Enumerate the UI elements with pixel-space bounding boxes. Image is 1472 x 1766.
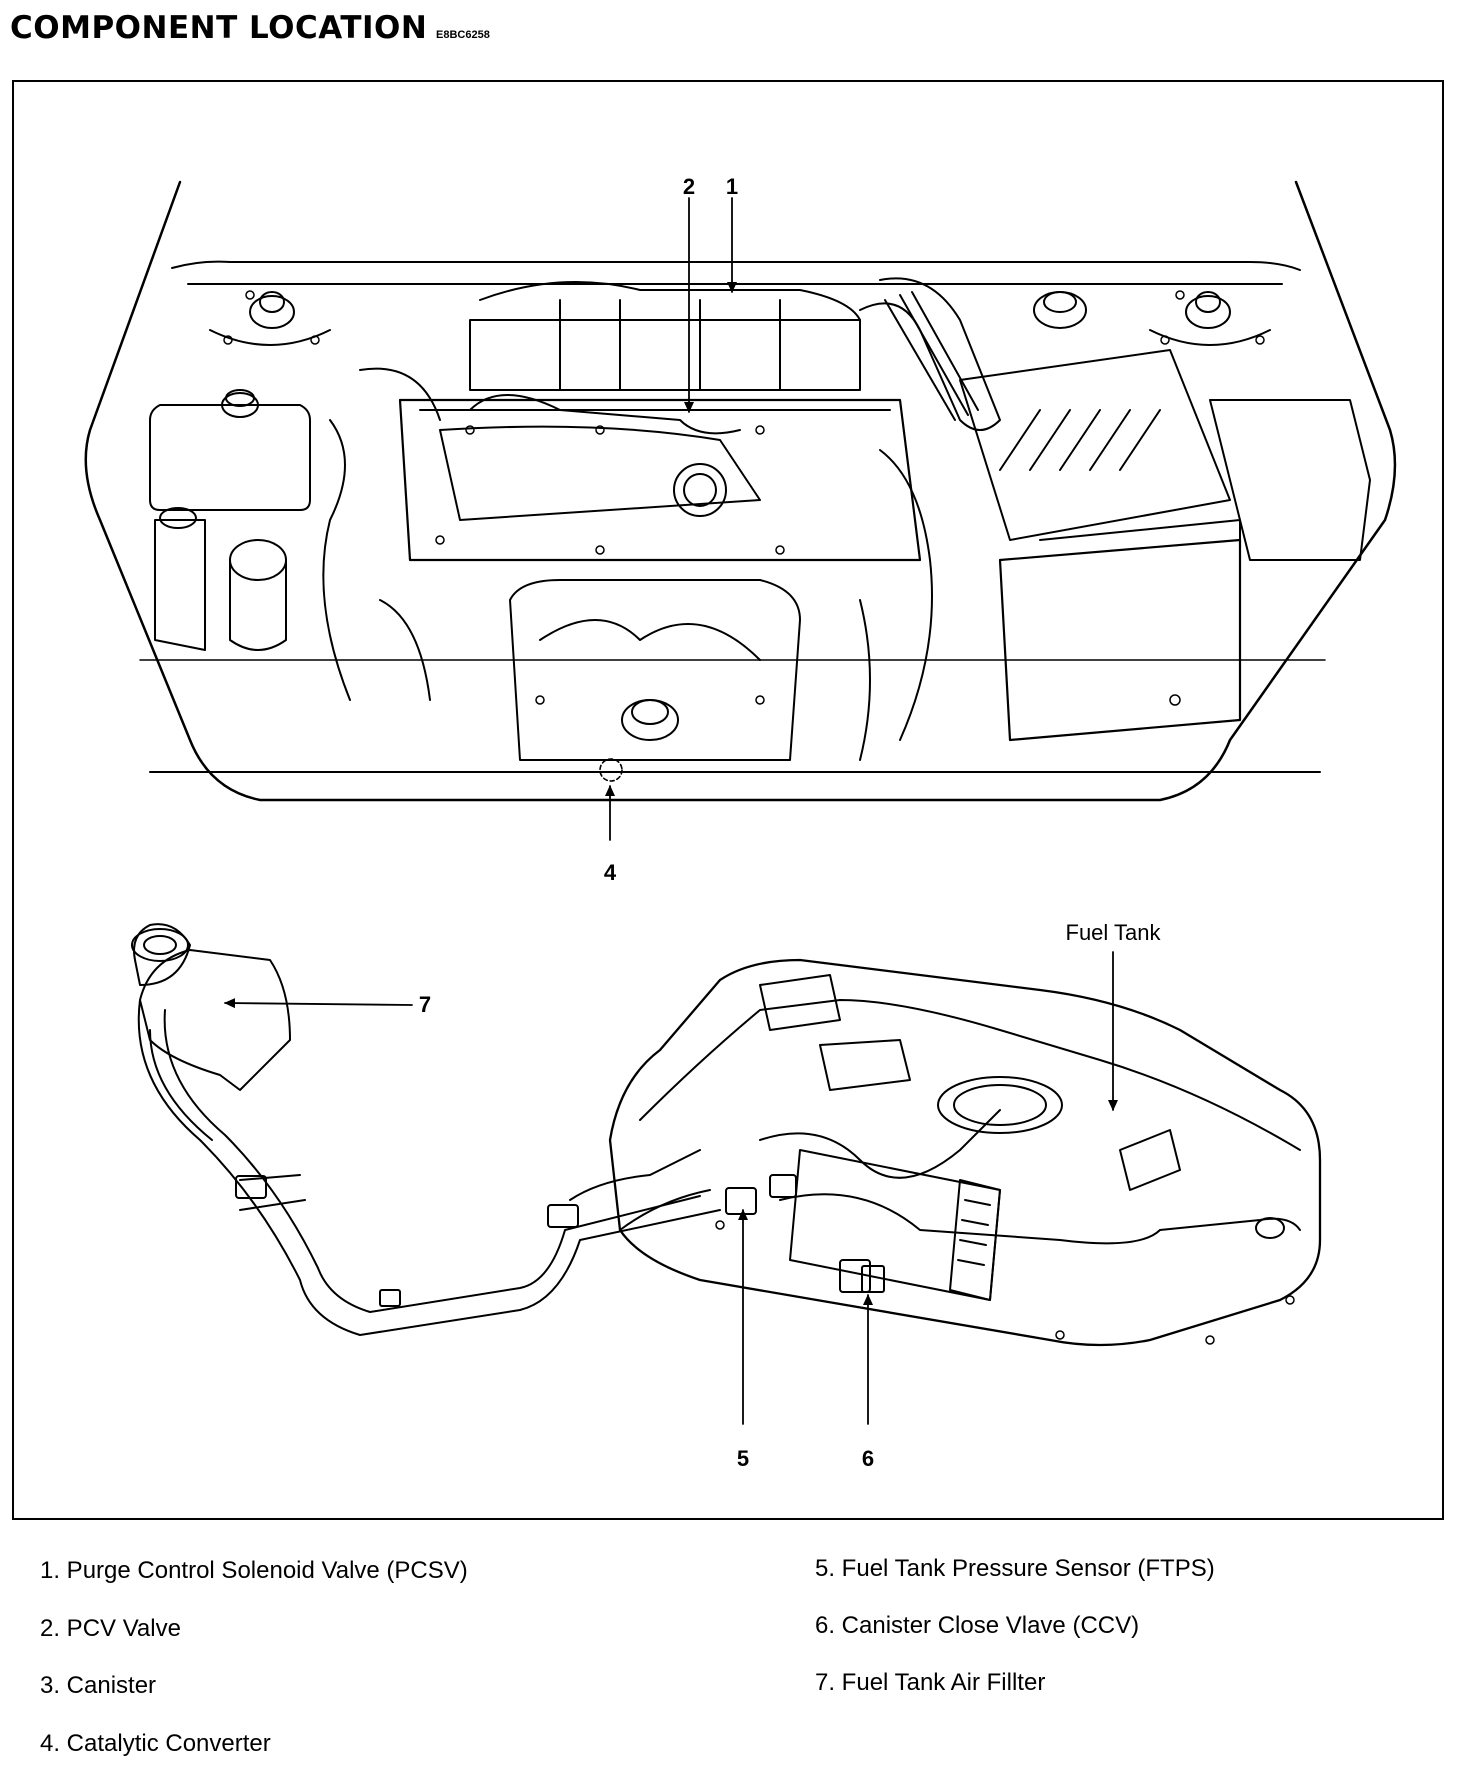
callout-leaders (224, 197, 1118, 1425)
document-code: E8BC6258 (436, 29, 490, 41)
legend-item-5: 5. Fuel Tank Pressure Sensor (FTPS) (815, 1555, 1215, 1582)
legend-item-2: 2. PCV Valve (40, 1615, 181, 1642)
legend-item-7: 7. Fuel Tank Air Fillter (815, 1669, 1046, 1696)
fuel-system-drawing (131, 923, 1322, 1347)
callout-6: 6 (862, 1446, 874, 1471)
legend-item-3: 3. Canister (40, 1672, 157, 1699)
legend-item-4: 4. Catalytic Converter (40, 1730, 271, 1757)
callout-4: 4 (604, 860, 617, 885)
illustration-frame (12, 80, 1444, 1520)
callout-1: 1 (726, 174, 738, 199)
callout-7: 7 (419, 992, 431, 1017)
legend-item-6: 6. Canister Close Vlave (CCV) (815, 1612, 1140, 1639)
fuel-tank-label: Fuel Tank (1066, 920, 1162, 945)
engine-bay-drawing (84, 180, 1397, 802)
callout-2: 2 (683, 174, 695, 199)
page-title: COMPONENT LOCATION (10, 10, 428, 46)
legend-item-1: 1. Purge Control Solenoid Valve (PCSV) (40, 1557, 468, 1584)
callout-5: 5 (737, 1446, 749, 1471)
